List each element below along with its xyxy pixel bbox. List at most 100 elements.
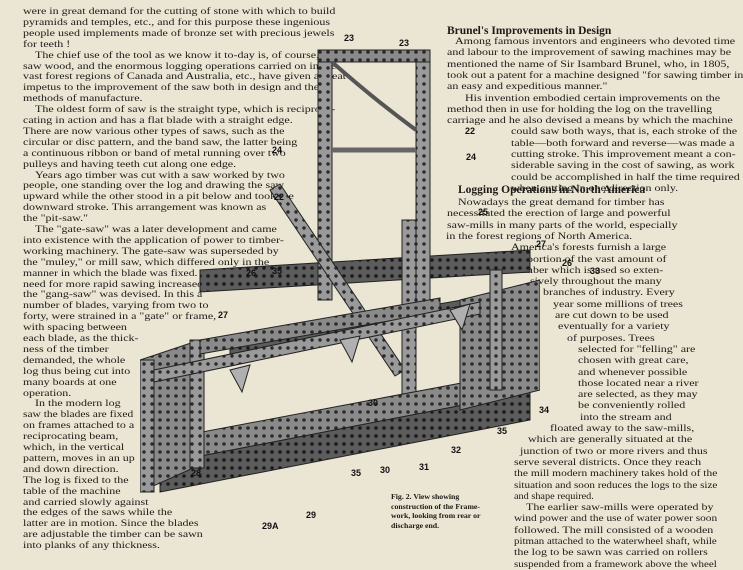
- text-line: wind power and the use of water power so…: [514, 513, 718, 525]
- text-line: upward while the other stood in a pit be…: [23, 191, 294, 203]
- text-line: sively throughout the many: [530, 276, 662, 288]
- text-line: need for more rapid sawing increased,: [23, 278, 207, 290]
- text-line: in the forest regions of North America.: [446, 230, 633, 242]
- text-line: cating in action and has a flat blade wi…: [23, 115, 293, 126]
- text-line: and whenever possible: [578, 366, 688, 378]
- text-line: be conveniently rolled: [578, 400, 686, 412]
- text-line: into planks of any thickness.: [23, 540, 160, 552]
- text-line: timber which is used so exten-: [517, 264, 664, 276]
- text-line: ness of the timber: [23, 343, 109, 355]
- text-line: His invention embodied certain improveme…: [465, 92, 721, 104]
- text-line: carriage and he also devised a means by …: [447, 115, 733, 127]
- text-line: when cutting in one direction only.: [511, 182, 679, 194]
- part-label: 22: [274, 192, 285, 202]
- text-line: junction of two or more rivers and thus: [520, 445, 708, 457]
- text-line: The chief use of the tool as we know it …: [35, 49, 332, 61]
- text-line: and shape required.: [514, 490, 594, 502]
- text-line: The log is fixed to the: [23, 474, 129, 486]
- text-line: saw the blades are fixed: [23, 409, 134, 421]
- text-line: are adjustable the timber can be sawn: [23, 529, 203, 541]
- text-line: into existence with the application of p…: [23, 234, 284, 246]
- text-line: people, one standing over the log and dr…: [23, 180, 285, 192]
- text-line: many boards at one: [23, 376, 117, 388]
- text-line: circular or disc pattern, and the band s…: [23, 136, 298, 148]
- text-line: are selected, as they may: [578, 389, 698, 401]
- text-line: each blade, as the thick-: [23, 333, 139, 344]
- text-line: table of the machine: [23, 485, 121, 497]
- part-label: 33: [590, 266, 601, 276]
- text-line: reciprocating beam,: [23, 431, 119, 443]
- text-line: and down direction.: [23, 463, 119, 475]
- text-line: proportion of the vast amount of: [511, 253, 667, 265]
- text-line: the "gang-saw" was devised. In this a: [23, 289, 203, 301]
- part-label: 28: [191, 468, 202, 478]
- part-label: 29A: [262, 521, 279, 531]
- text-line: the edges of the saws while the: [23, 507, 173, 519]
- text-line: of purposes. Trees: [567, 332, 655, 344]
- part-label: 31: [419, 462, 430, 472]
- text-line: followed. The mill consisted of a wooden: [514, 524, 714, 536]
- text-line: saw-mills in many parts of the world, es…: [447, 219, 678, 231]
- part-label: 29: [306, 510, 317, 520]
- text-line: cutting stroke. This improvement meant a…: [511, 149, 736, 160]
- part-label: 30: [368, 398, 379, 408]
- text-line: Years ago timber was cut with a saw work…: [35, 169, 285, 181]
- text-line: latter are in motion. Since the blades: [23, 518, 199, 530]
- caption-line: construction of the Frame-: [391, 501, 480, 511]
- text-line: operation.: [23, 387, 72, 399]
- part-label: 23: [399, 38, 410, 48]
- text-line: an easy and expeditious manner.": [447, 81, 608, 93]
- text-line: for teeth !: [23, 38, 71, 50]
- text-line: methods of manufacture.: [23, 93, 143, 105]
- text-line: pyramids and temples, etc., and for this…: [23, 16, 331, 28]
- part-label: 24: [272, 145, 283, 155]
- text-line: could be accomplished in half the time r…: [511, 171, 740, 183]
- part-label: 35: [272, 266, 283, 276]
- text-line: pitman attached to the waterwheel shaft,…: [514, 536, 717, 547]
- text-line: The earlier saw-mills were operated by: [526, 502, 714, 514]
- text-line: The oldest form of saw is the straight t…: [35, 104, 336, 116]
- text-line: took out a patent for a machine designed…: [447, 69, 743, 81]
- part-label: 27: [218, 310, 229, 320]
- heading-brunel: Brunel's Improvements in Design: [447, 25, 612, 37]
- text-line: branches of industry. Every: [543, 287, 675, 299]
- text-line: eventually for a variety: [558, 321, 670, 333]
- part-label: 34: [539, 405, 550, 415]
- text-line: which are generally situated at the: [528, 434, 693, 446]
- text-line: working machinery. The gate-saw was supe…: [23, 245, 279, 257]
- text-line: demanded, the whole: [23, 354, 126, 366]
- part-label: 27: [536, 239, 547, 249]
- text-line: table—both forward and reverse—was made …: [511, 137, 735, 149]
- text-line: America's forests furnish a large: [511, 242, 667, 254]
- part-label: 26: [562, 258, 573, 268]
- text-line: method then in use for holding the log o…: [447, 103, 713, 115]
- caption-line: work, looking from rear or: [391, 511, 481, 520]
- text-line: downward stroke. This arrangement was kn…: [23, 202, 267, 214]
- meccano-framework-illustration: [140, 49, 540, 493]
- text-line: on frames attached to a: [23, 420, 135, 432]
- text-line: selected for "felling" are: [578, 343, 696, 355]
- text-line: log thus being cut into: [23, 365, 131, 377]
- book-page: were in great demand for the cutting of …: [23, 6, 743, 570]
- text-line: pulleys and having teeth cut along one e…: [23, 158, 237, 170]
- part-label: 35: [351, 468, 362, 478]
- part-label: 23: [344, 33, 355, 43]
- text-line: serve several districts. Once they reach: [514, 456, 702, 468]
- text-line: year some millions of trees: [553, 298, 683, 310]
- part-label: 22: [465, 126, 476, 136]
- part-label: 26: [246, 268, 257, 278]
- text-line: chosen with great care,: [578, 355, 689, 367]
- text-line: situation and soon reduces the logs to t…: [514, 479, 718, 491]
- text-line: into the stream and: [580, 411, 672, 423]
- text-line: siderable saving in the cost of sawing, …: [511, 160, 735, 172]
- text-line: those located near a river: [578, 377, 699, 389]
- text-line: impetus to the improvement of the saw bo…: [23, 82, 320, 94]
- text-line: and carried slowly against: [23, 496, 149, 508]
- text-line: the "pit-saw.": [23, 213, 88, 225]
- part-label: 24: [466, 152, 477, 162]
- part-label: 32: [451, 445, 462, 455]
- text-line: Among famous inventors and engineers who…: [455, 36, 736, 47]
- text-line: vast forest regions of Canada and Austra…: [23, 71, 347, 83]
- text-line: number of blades, varying from two to: [23, 300, 209, 312]
- caption-line: Fig. 2. View showing: [391, 492, 460, 501]
